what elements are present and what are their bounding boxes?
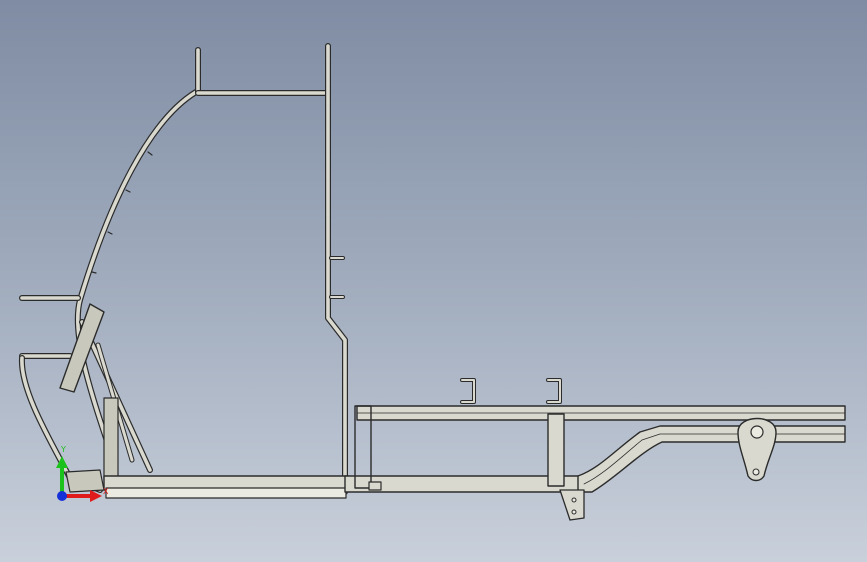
cross-member[interactable] bbox=[547, 413, 565, 487]
y-axis-label: Y bbox=[60, 445, 66, 454]
y-axis-arrow bbox=[56, 456, 68, 496]
z-axis-origin bbox=[57, 491, 67, 501]
lower-side-rail[interactable] bbox=[103, 475, 582, 499]
rear-roll-post[interactable] bbox=[325, 43, 348, 495]
seat-bracket-rear[interactable] bbox=[546, 378, 562, 404]
lower-mount-bracket[interactable] bbox=[559, 489, 585, 521]
x-axis-label: X bbox=[103, 487, 109, 496]
seat-bracket-front[interactable] bbox=[460, 378, 476, 404]
x-axis-arrow bbox=[62, 490, 102, 502]
upper-rear-rail[interactable] bbox=[354, 405, 846, 491]
front-corner-gusset[interactable] bbox=[65, 469, 105, 493]
rear-suspension-mount[interactable] bbox=[737, 417, 777, 482]
steering-column[interactable] bbox=[59, 303, 105, 393]
